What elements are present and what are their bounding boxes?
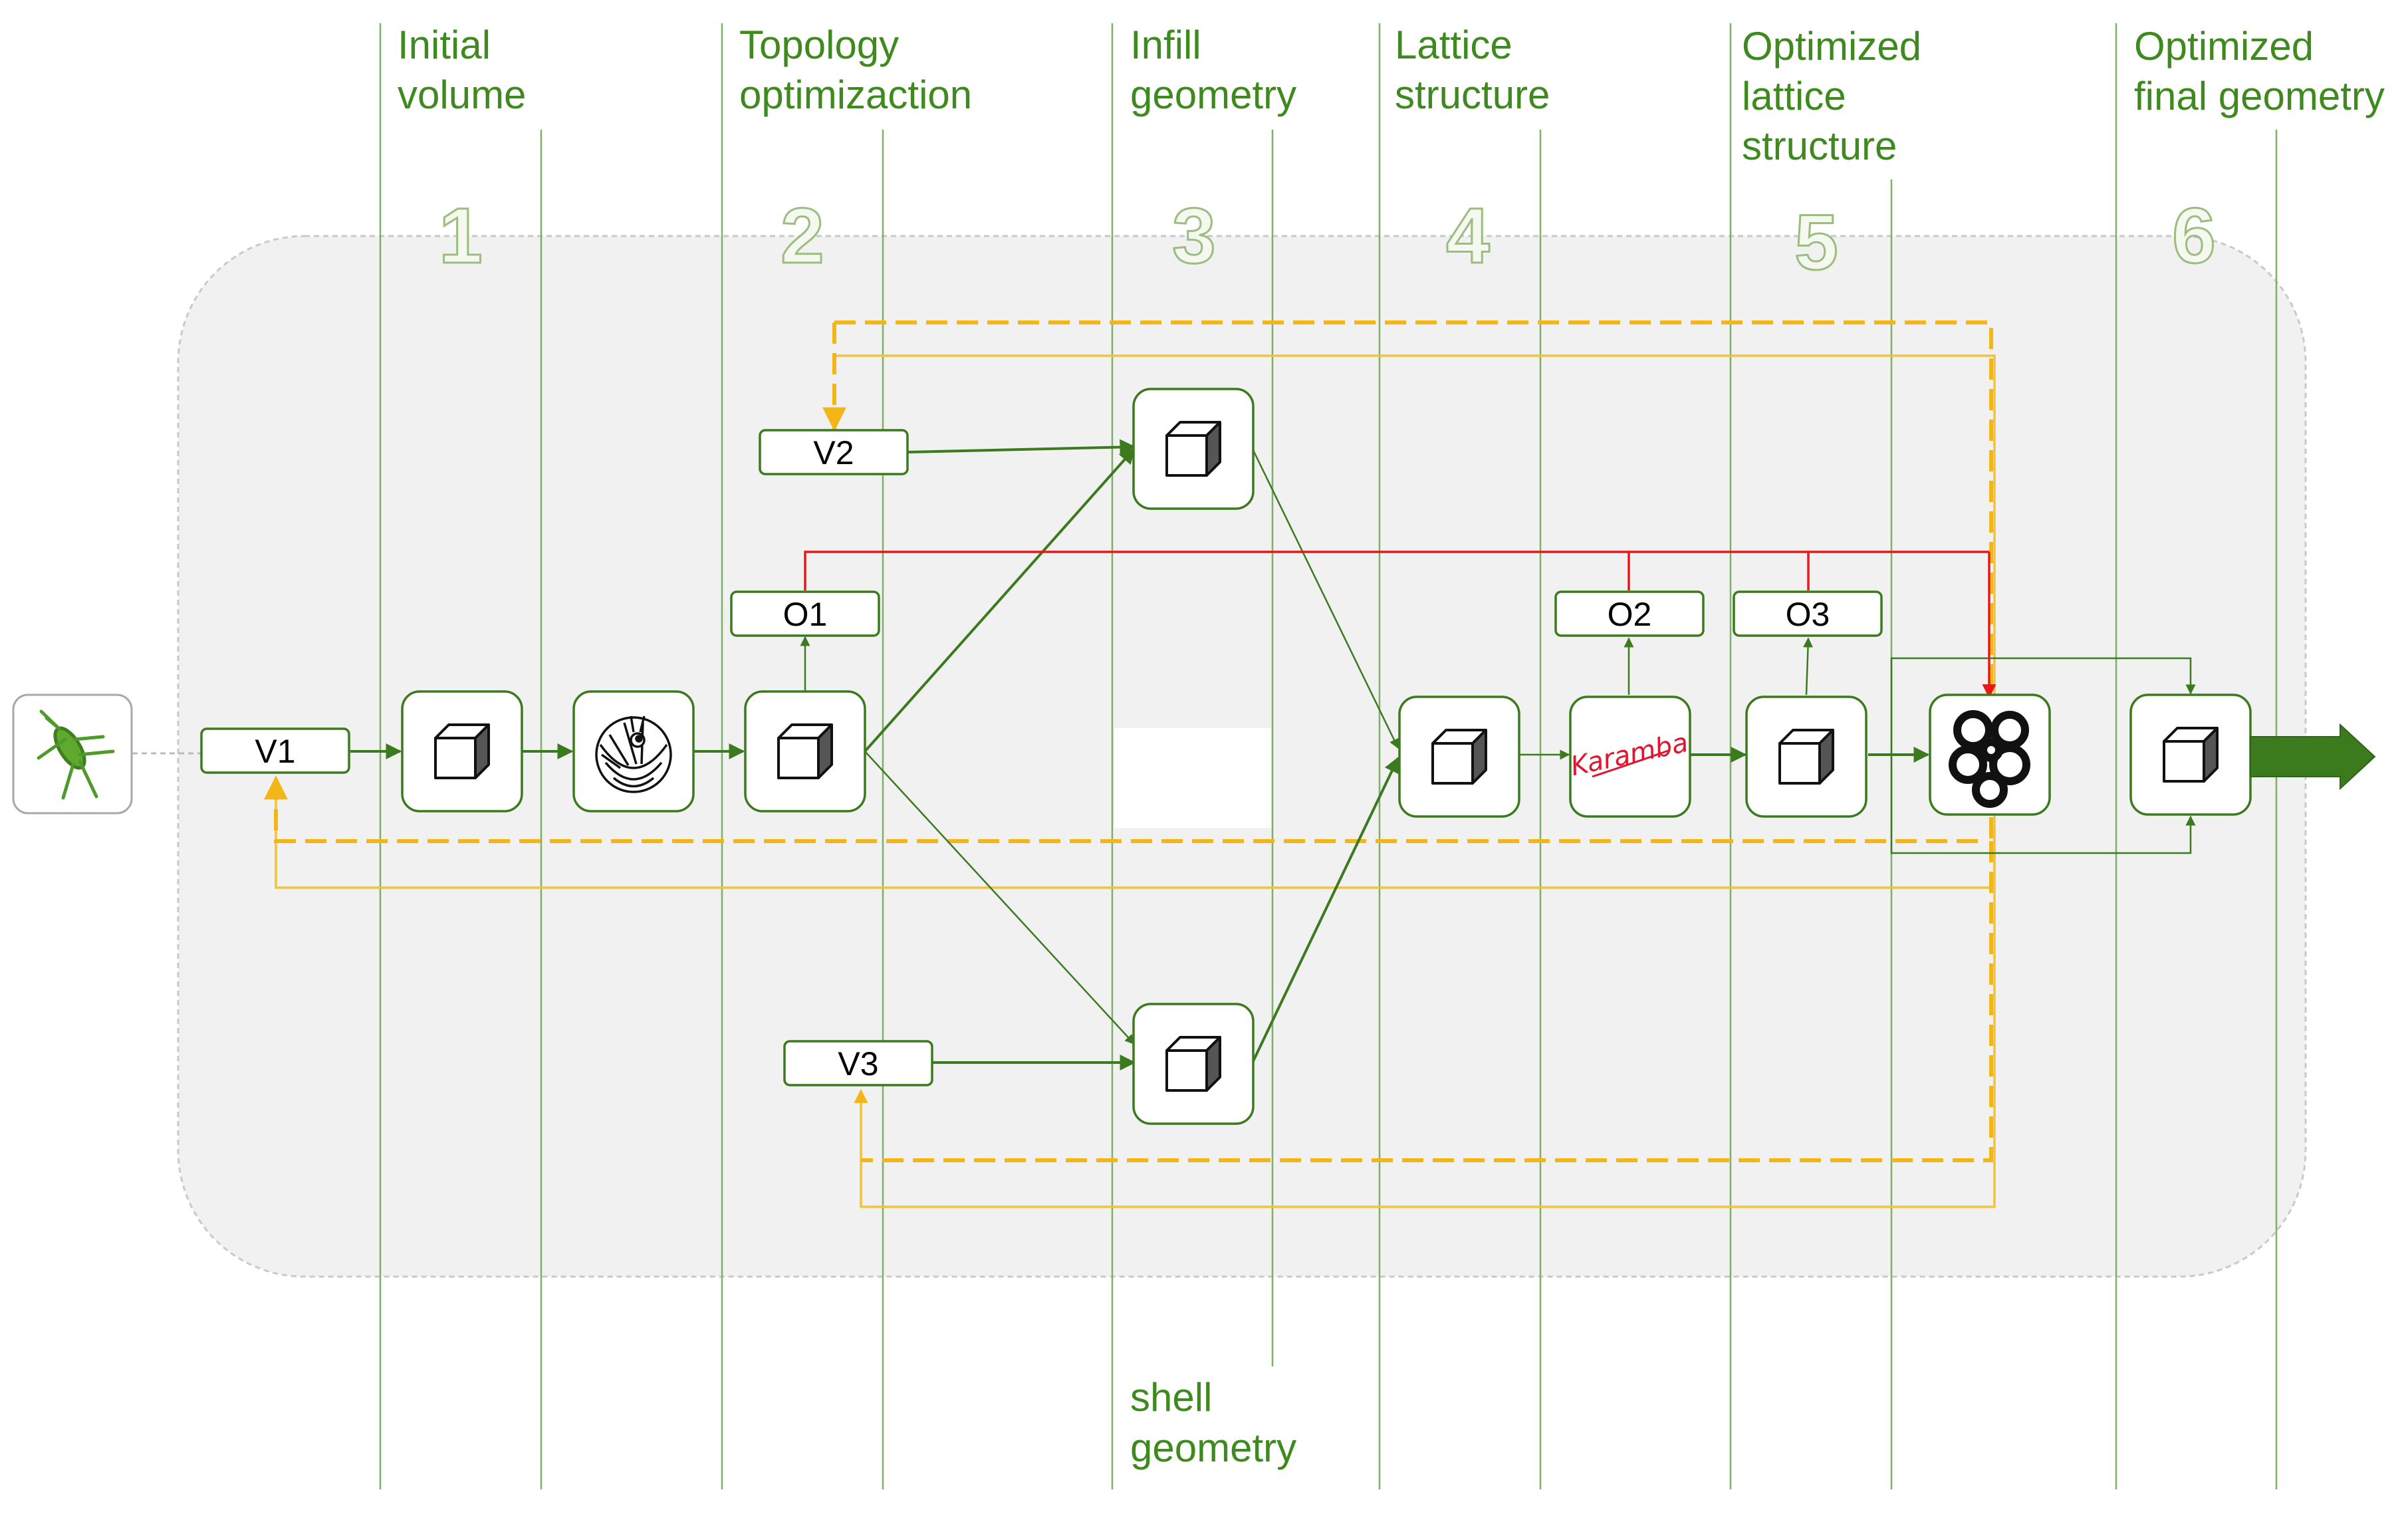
v1-box[interactable]: V1 <box>200 727 350 774</box>
stage-number-3: 3 <box>1172 192 1216 280</box>
stage-title-5: Optimized lattice structure <box>1742 24 1933 168</box>
shell-geometry-label: shell geometry <box>1130 1375 1296 1470</box>
stage-title-4: Lattice structure <box>1395 23 1550 117</box>
stage-title-2: Topology optimizaction <box>739 23 972 117</box>
v3-label: V3 <box>838 1045 878 1082</box>
node-initial-volume[interactable] <box>401 690 523 813</box>
cube-icon <box>1165 1036 1221 1092</box>
o3-box[interactable]: O3 <box>1733 590 1883 637</box>
feedback-solid-lines <box>269 354 1996 1208</box>
o3-label: O3 <box>1786 596 1830 633</box>
grasshopper-icon <box>37 709 115 800</box>
stage-number-2: 2 <box>781 192 824 280</box>
objective-lines <box>804 551 1996 699</box>
stage-number-6: 6 <box>2172 192 2216 280</box>
v3-box[interactable]: V3 <box>783 1040 933 1086</box>
node-karamba[interactable]: Karamba <box>1568 695 1691 818</box>
galapagos-cells-icon <box>1949 710 2030 808</box>
millipede-icon <box>595 715 672 793</box>
cube-icon <box>1165 421 1221 477</box>
grasshopper-node[interactable] <box>12 694 133 815</box>
cube-icon <box>2163 727 2219 783</box>
node-optimizer[interactable] <box>1929 694 2051 816</box>
v1-label: V1 <box>255 733 295 770</box>
node-lattice-structure[interactable] <box>1398 695 1520 818</box>
stage-number-4: 4 <box>1446 192 1490 280</box>
stage-title-1: Initial volume <box>398 23 526 117</box>
flow-connections <box>58 439 2196 1071</box>
arrow-right-icon <box>2250 723 2376 791</box>
node-final-geometry[interactable] <box>2129 694 2252 816</box>
cube-icon <box>1778 729 1834 785</box>
cube-icon <box>777 723 833 779</box>
cube-icon <box>434 723 490 779</box>
o1-box[interactable]: O1 <box>730 590 880 637</box>
stage-number-5: 5 <box>1794 199 1838 287</box>
o2-box[interactable]: O2 <box>1554 590 1705 637</box>
stage3-gap <box>1114 728 1271 828</box>
v2-label: V2 <box>813 434 854 471</box>
o2-label: O2 <box>1608 596 1652 633</box>
v2-box[interactable]: V2 <box>759 429 909 475</box>
node-topology-result[interactable] <box>744 690 866 813</box>
node-topology-tool[interactable] <box>572 690 695 813</box>
stage-title-3: Infill geometry <box>1130 23 1296 117</box>
o1-label: O1 <box>783 596 828 633</box>
node-infill-geometry[interactable] <box>1132 388 1255 510</box>
feedback-dashed-lines <box>264 320 1993 1162</box>
node-optimized-lattice[interactable] <box>1745 695 1867 818</box>
stage-title-6: Optimized final geometry <box>2134 24 2385 118</box>
node-shell-geometry[interactable] <box>1132 1003 1255 1125</box>
stage-number-1: 1 <box>439 192 483 280</box>
cube-icon <box>1431 729 1487 785</box>
